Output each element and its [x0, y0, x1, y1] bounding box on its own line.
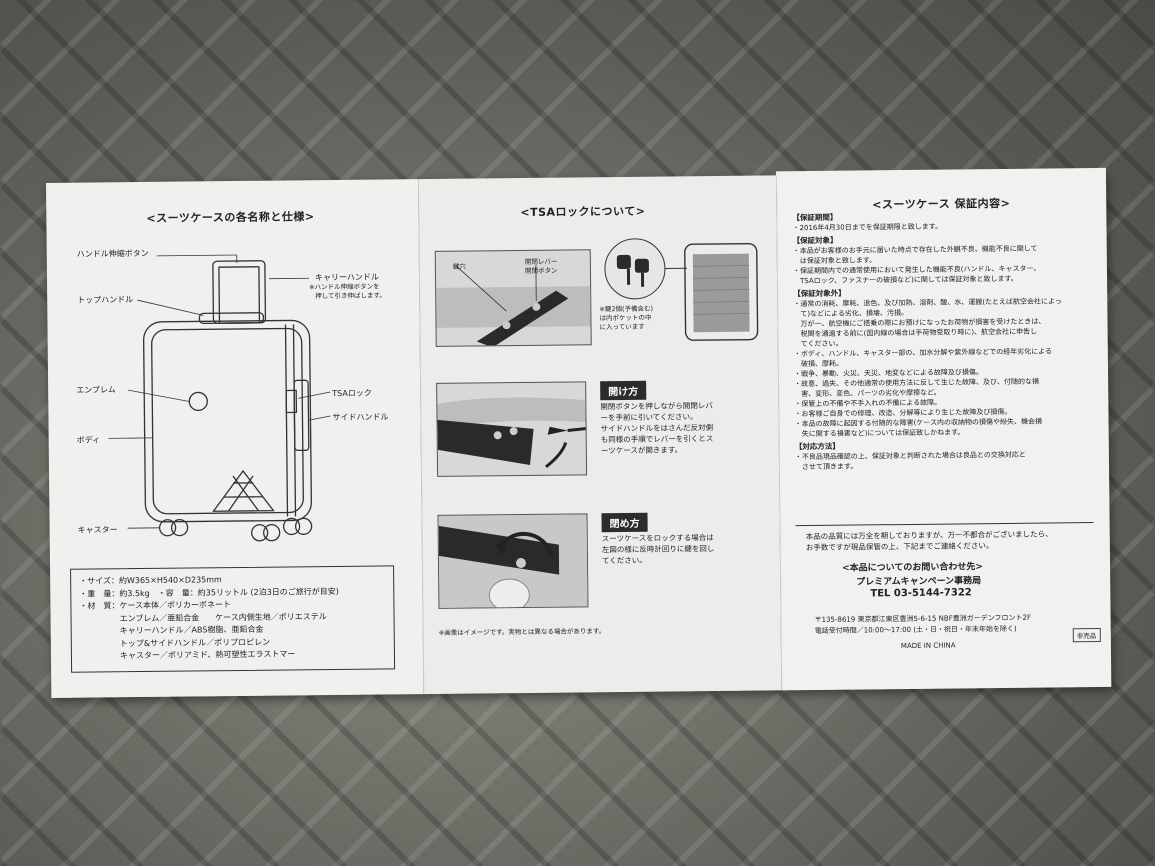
panel3-title: <スーツケース 保証内容> [872, 196, 1011, 212]
key-note-line: に入っています [599, 322, 645, 332]
section-period: 【保証期間】 ・2016年4月30日までを保証期限と致します。 [792, 210, 1094, 233]
label-carry-handle: キャリーハンドル [314, 272, 379, 283]
not-for-sale-badge: 非売品 [1072, 627, 1101, 643]
suitcase-diagram [108, 254, 331, 542]
fig-label-open-button: 開閉ボタン [524, 266, 558, 275]
warranty-leaflet: <スーツケースの各名称と仕様> [46, 167, 1112, 698]
key-note: ※鍵2個(予備含む) は内ポケットの中 に入っています [599, 305, 653, 333]
close-figure [437, 513, 589, 609]
warranty-sections: 【保証期間】 ・2016年4月30日までを保証期限と致します。 【保証対象】 ・… [792, 210, 1097, 472]
panel2-title: <TSAロックについて> [520, 204, 646, 220]
contact-tel: TEL 03-5144-7322 [870, 587, 972, 600]
section-line: 失に関する損害など)については保証致しかねます。 [794, 428, 965, 439]
contact-title: <本品についてのお問い合わせ先> [842, 562, 983, 574]
label-emblem: エンブレム [76, 385, 116, 395]
panel-tsa-lock: <TSAロックについて> 鍵穴 開閉レバー 開閉ボタン [417, 175, 782, 695]
panel-warranty: <スーツケース 保証内容> 【保証期間】 ・2016年4月30日までを保証期限と… [775, 167, 1112, 691]
label-side-handle: サイドハンドル [332, 412, 389, 423]
section-covered: 【保証対象】 ・本品がお客様のお手元に届いた時点で存在した外観不良、機能不良に関… [793, 233, 1096, 286]
divider [795, 522, 1094, 527]
label-caster: キャスター [77, 525, 118, 535]
close-line: てください。 [601, 555, 647, 566]
open-line: ーツケースが開きます。 [600, 445, 683, 456]
fig-label-keyhole: 鍵穴 [452, 262, 466, 271]
close-instructions: スーツケースをロックする場合は 左図の様に反時計回りに鍵を回し てください。 [602, 532, 715, 566]
image-footnote: ※画像はイメージです。実物とは異なる場合があります。 [438, 627, 606, 637]
open-figure [436, 381, 588, 477]
section-response: 【対応方法】 ・不良品現品確認の上、保証対象と判断された場合は良品との交換対応と… [795, 439, 1097, 472]
contact-notice: 本品の品質には万全を期しておりますが、万一不都合がございましたら、 お手数ですが… [806, 528, 1053, 553]
spec-box: ・サイズ：約W365×H540×D235mm ・重 量：約3.5kg ・容 量：… [70, 565, 396, 673]
section-line: TSAロック、ファスナーの破損など)に関しては保証対象と致します。 [793, 274, 1018, 286]
section-not-covered: 【保証対象外】 ・通常の消耗、摩耗、退色、及び加熱、溶剤、酸、水、運搬(たとえば… [793, 286, 1097, 439]
spec-line: キャスター／ポリアミド、熱可塑性エラストマー [79, 649, 296, 661]
label-body: ボディ [76, 435, 101, 445]
label-tsa-lock: TSAロック [332, 388, 372, 399]
close-heading: 閉め方 [601, 512, 648, 533]
contact-office: プレミアムキャンペーン事務局 [856, 576, 982, 588]
close-line: 左図の様に反時計回りに鍵を回し [601, 544, 715, 555]
open-line: も同様の手順でレバーを引くとス [600, 434, 714, 445]
contact-hours: 電話受付時間／10:00～17:00 (土・日・祝日・年末年始を除く) [814, 624, 1017, 635]
open-heading: 開け方 [600, 380, 647, 401]
open-instructions: 開閉ボタンを押しながら開閉レバ ーを手前に引いてください。 サイドハンドルをはさ… [600, 400, 713, 456]
panel-parts-and-specs: <スーツケースの各名称と仕様> [46, 179, 424, 698]
key-and-interior-figure [604, 238, 759, 341]
label-handle-button: ハンドル伸縮ボタン [76, 248, 149, 259]
notice-line: お手数ですが現品保管の上、下記までご連絡ください。 [805, 541, 994, 553]
section-line: させて頂きます。 [794, 462, 858, 472]
section-line: ・2016年4月30日までを保証期限と致します。 [792, 222, 943, 233]
label-carry-note-2: 押して引き伸ばします。 [315, 291, 386, 301]
key-note-line: は内ポケットの中 [599, 313, 652, 323]
lock-closeup-figure [434, 249, 592, 347]
made-in-label: MADE IN CHINA [900, 641, 956, 651]
label-top-handle: トップハンドル [77, 295, 134, 305]
